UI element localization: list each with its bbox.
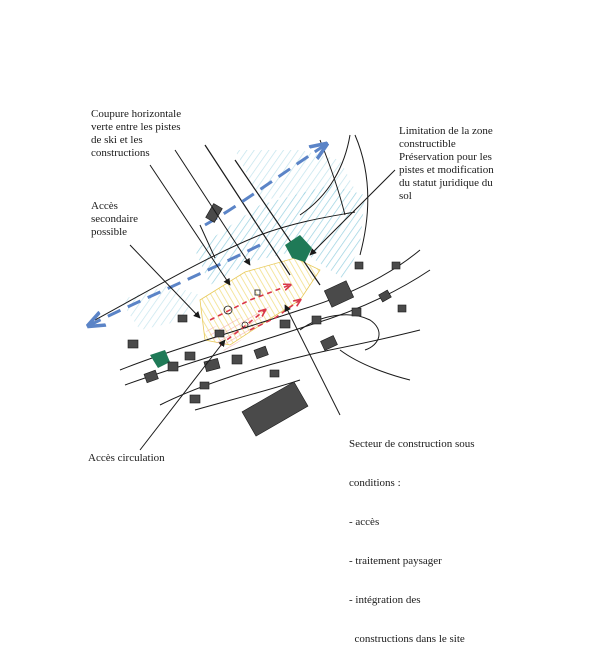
zone-symbols: [223, 289, 261, 329]
ski-slope-hatch: [195, 185, 365, 285]
label-line: - accès: [349, 516, 380, 528]
sketch-map: [0, 134, 431, 451]
ski-run-arrow-upper: [204, 145, 325, 227]
label-line: du statut juridique du: [399, 177, 493, 189]
access-arrows: [209, 285, 300, 346]
buildings: [127, 203, 407, 437]
label-line: conditions :: [349, 477, 401, 489]
label-line: constructions: [91, 147, 150, 159]
lift-lines: [204, 144, 321, 286]
label-line: Coupure horizontale: [91, 108, 182, 120]
label-secteur-construction: Secteur de construction sous conditions …: [349, 412, 475, 659]
label-acces-circulation: Accès circulation: [88, 452, 165, 465]
label-line: constructions dans le site: [349, 633, 465, 645]
label-acces-secondaire: Accès secondaire possible: [91, 200, 138, 239]
ski-run-arrow-lower: [90, 243, 261, 325]
label-coupure-horizontale: Coupure horizontale verte entre les pist…: [91, 108, 181, 160]
green-patch-upper: [285, 235, 312, 262]
label-line: sol: [399, 190, 412, 202]
label-line: Secteur de construction sous: [349, 438, 475, 450]
label-line: - traitement paysager: [349, 555, 442, 567]
label-line: Accès circulation: [88, 452, 165, 464]
leader-lines: [129, 149, 396, 451]
label-line: Limitation de la zone: [399, 125, 493, 137]
label-line: verte entre les pistes: [91, 121, 181, 133]
label-line: secondaire: [91, 213, 139, 225]
label-line: constructible: [399, 138, 456, 150]
label-line: - intégration des: [349, 594, 421, 606]
green-patch-lower: [150, 350, 170, 368]
label-line: de ski et les: [91, 134, 143, 146]
label-limitation-zone: Limitation de la zone constructible Prés…: [399, 125, 494, 203]
label-line: Accès: [91, 200, 118, 212]
label-line: possible: [91, 226, 128, 238]
label-line: Préservation pour les: [399, 151, 492, 163]
label-line: pistes et modification: [399, 164, 494, 176]
